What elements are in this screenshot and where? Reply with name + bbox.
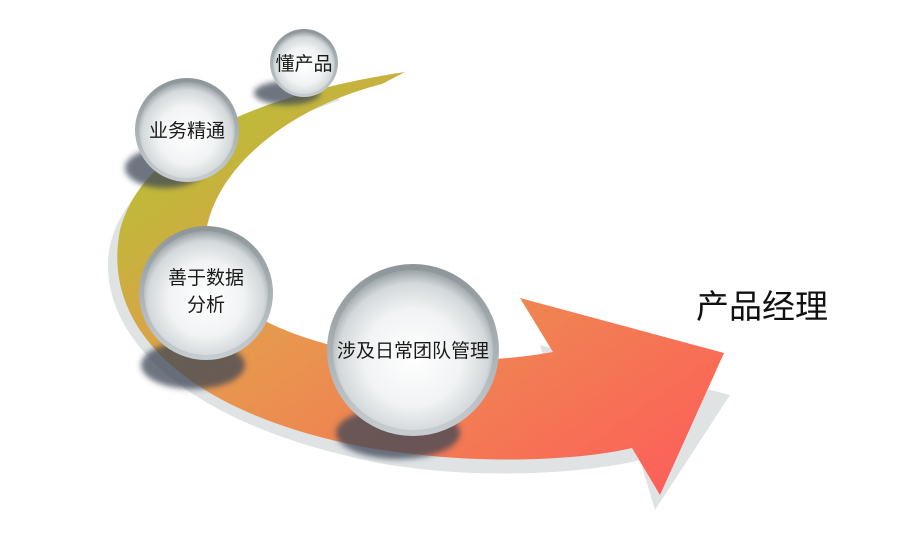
step-bubble-business-proficiency: 业务精通 bbox=[125, 78, 239, 188]
step-bubble-understand-product: 懂产品 bbox=[254, 29, 338, 105]
step-bubble-team-management: 涉及日常团队管理 bbox=[327, 264, 499, 459]
step-bubble-data-analysis: 善于数据 分析 bbox=[139, 226, 273, 389]
step-label: 业务精通 bbox=[149, 120, 225, 142]
result-label: 产品经理 bbox=[696, 287, 828, 326]
step-label: 涉及日常团队管理 bbox=[337, 340, 489, 362]
career-arrow bbox=[117, 72, 725, 495]
step-label: 善于数据 bbox=[168, 267, 244, 289]
step-label: 分析 bbox=[187, 294, 225, 316]
step-label: 懂产品 bbox=[275, 53, 332, 75]
